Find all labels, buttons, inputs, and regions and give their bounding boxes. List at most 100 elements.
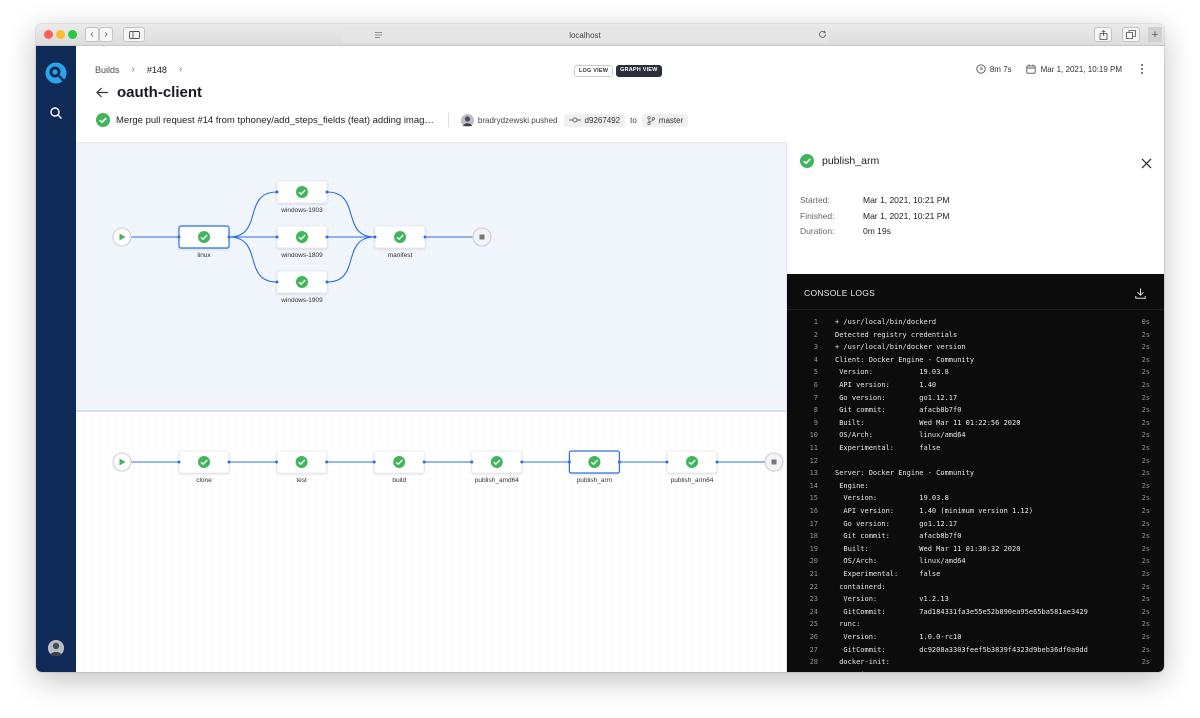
stage-label: linux xyxy=(197,252,211,259)
stage-node-publish-arm64[interactable]: publish_arm64 xyxy=(665,450,719,484)
stage-node-windows-1909[interactable]: windows-1909 xyxy=(275,270,329,304)
stage-node-publish-amd64[interactable]: publish_amd64 xyxy=(470,450,524,484)
started-value: Mar 1, 2021, 10:21 PM xyxy=(863,195,950,205)
stage-node-linux[interactable]: linux xyxy=(177,225,231,259)
forward-nav-button[interactable]: › xyxy=(99,27,113,42)
log-line-number: 4 xyxy=(813,355,818,364)
stage-node-test[interactable]: test xyxy=(275,450,329,484)
log-line: 27 GitCommit: dc9208a3303feef5b3839f4323… xyxy=(787,646,1164,659)
chevron-left-icon: ‹ xyxy=(90,29,94,40)
reader-button[interactable] xyxy=(372,27,384,42)
log-line: 22 containerd:2s xyxy=(787,583,1164,596)
stage-label: test xyxy=(296,477,307,484)
search-icon xyxy=(50,107,62,119)
maximize-window-button[interactable] xyxy=(68,30,77,39)
plus-icon: + xyxy=(1151,28,1159,41)
stage-node-build[interactable]: build xyxy=(372,450,426,484)
stage-node-publish-arm[interactable]: publish_arm xyxy=(567,450,621,484)
check-circle-icon xyxy=(296,186,308,198)
to-label: to xyxy=(630,115,637,125)
branch-name: master xyxy=(658,115,684,125)
stage-node-manifest[interactable]: manifest xyxy=(373,225,427,259)
minimize-window-button[interactable] xyxy=(56,30,65,39)
log-line-text: Version: 1.0.0-rc10 xyxy=(835,633,962,641)
drone-logo[interactable] xyxy=(45,62,67,84)
close-panel-button[interactable] xyxy=(1141,156,1152,169)
commit-sha-pill[interactable]: d9267492 xyxy=(563,113,626,127)
more-menu-button[interactable] xyxy=(1140,63,1144,75)
graph-view-tab[interactable]: GRAPH VIEW xyxy=(616,65,662,77)
stage-port-in xyxy=(177,235,181,239)
share-button[interactable] xyxy=(1094,27,1112,42)
log-line-number: 29 xyxy=(810,671,818,672)
log-line-number: 6 xyxy=(813,381,818,389)
log-line-text: containerd: xyxy=(835,582,886,591)
sidebar-icon xyxy=(128,30,140,39)
download-logs-button[interactable] xyxy=(1135,286,1146,304)
back-button[interactable] xyxy=(96,87,109,98)
stage-port-in xyxy=(372,460,376,464)
check-circle-icon xyxy=(198,456,210,468)
stage-label: build xyxy=(392,477,406,484)
stage-port-out xyxy=(325,280,329,284)
back-nav-button[interactable]: ‹ xyxy=(85,27,99,42)
log-line-time: 2s xyxy=(1141,494,1150,503)
close-icon xyxy=(1141,158,1152,169)
build-meta: 8m 7s Mar 1, 2021, 10:19 PM xyxy=(976,63,1144,75)
stage-node-clone[interactable]: clone xyxy=(177,450,231,484)
commit-icon xyxy=(568,117,581,123)
pipeline-end-node xyxy=(472,227,492,247)
log-line-number: 3 xyxy=(813,343,818,352)
log-line-text: GitCommit: 7ad184331fa3e55e52b890ea95e65… xyxy=(835,607,1088,616)
log-line-time: 2s xyxy=(1141,532,1150,541)
log-view-tab[interactable]: LOG VIEW xyxy=(574,65,614,77)
log-line-time: 2s xyxy=(1141,607,1150,616)
check-circle-icon xyxy=(296,231,308,243)
log-line-text: Version: v1.2.13 xyxy=(835,595,949,604)
chevron-right-icon: › xyxy=(131,64,135,75)
log-line-number: 15 xyxy=(809,494,818,503)
log-line-number: 21 xyxy=(809,570,818,578)
stage-port-out xyxy=(227,460,231,464)
user-avatar-button[interactable] xyxy=(48,640,64,656)
log-line-time: 2s xyxy=(1141,544,1150,553)
step-header: publish_arm xyxy=(800,154,879,168)
new-tab-button[interactable]: + xyxy=(1148,27,1162,42)
log-line-number: 7 xyxy=(813,393,818,402)
breadcrumb-build-number[interactable]: #148 xyxy=(146,64,167,75)
check-circle-icon xyxy=(490,456,503,468)
log-line: 16 API version: 1.40 (minimum version 1.… xyxy=(787,507,1164,520)
close-window-button[interactable] xyxy=(44,30,53,39)
stage-label: publish_amd64 xyxy=(475,477,519,484)
log-line-text: Server: Docker Engine - Community xyxy=(835,469,975,478)
commit-message[interactable]: Merge pull request #14 from tphoney/add_… xyxy=(116,114,434,126)
check-circle-icon xyxy=(96,113,110,127)
breadcrumb-builds-link[interactable]: Builds xyxy=(95,64,120,75)
log-line-time: 2s xyxy=(1141,406,1150,415)
log-line-text: Version: 19.03.8 xyxy=(835,494,949,503)
check-circle-icon xyxy=(295,456,308,468)
started-label: Started: xyxy=(800,195,830,205)
pipeline-start-node xyxy=(112,452,132,472)
pipeline-end-node xyxy=(764,452,784,472)
stage-port-out xyxy=(227,235,231,239)
tabs-overview-button[interactable] xyxy=(1122,27,1140,42)
log-line-number: 24 xyxy=(809,607,818,616)
search-button[interactable] xyxy=(49,106,63,120)
log-line-text: Version: 19.03.8 xyxy=(835,368,949,377)
address-bar[interactable]: localhost xyxy=(341,27,829,43)
stage-node-windows-1903[interactable]: windows-1903 xyxy=(275,180,329,214)
pipeline-start-node xyxy=(112,227,132,247)
reload-button[interactable] xyxy=(816,27,828,42)
log-line-text: Built: Wed Mar 11 01:22:56 2020 xyxy=(835,418,1021,427)
sidebar-toggle-button[interactable] xyxy=(123,27,145,42)
commit-sha: d9267492 xyxy=(584,115,621,125)
log-line: 28 docker-init:2s xyxy=(787,658,1164,671)
stage-port-in xyxy=(275,280,279,284)
branch-pill[interactable]: master xyxy=(641,113,689,127)
log-line-text: Go version: go1.12.17 xyxy=(835,393,958,402)
log-line-text: Go version: go1.12.17 xyxy=(835,519,958,528)
stage-node-windows-1809[interactable]: windows-1809 xyxy=(275,225,329,259)
